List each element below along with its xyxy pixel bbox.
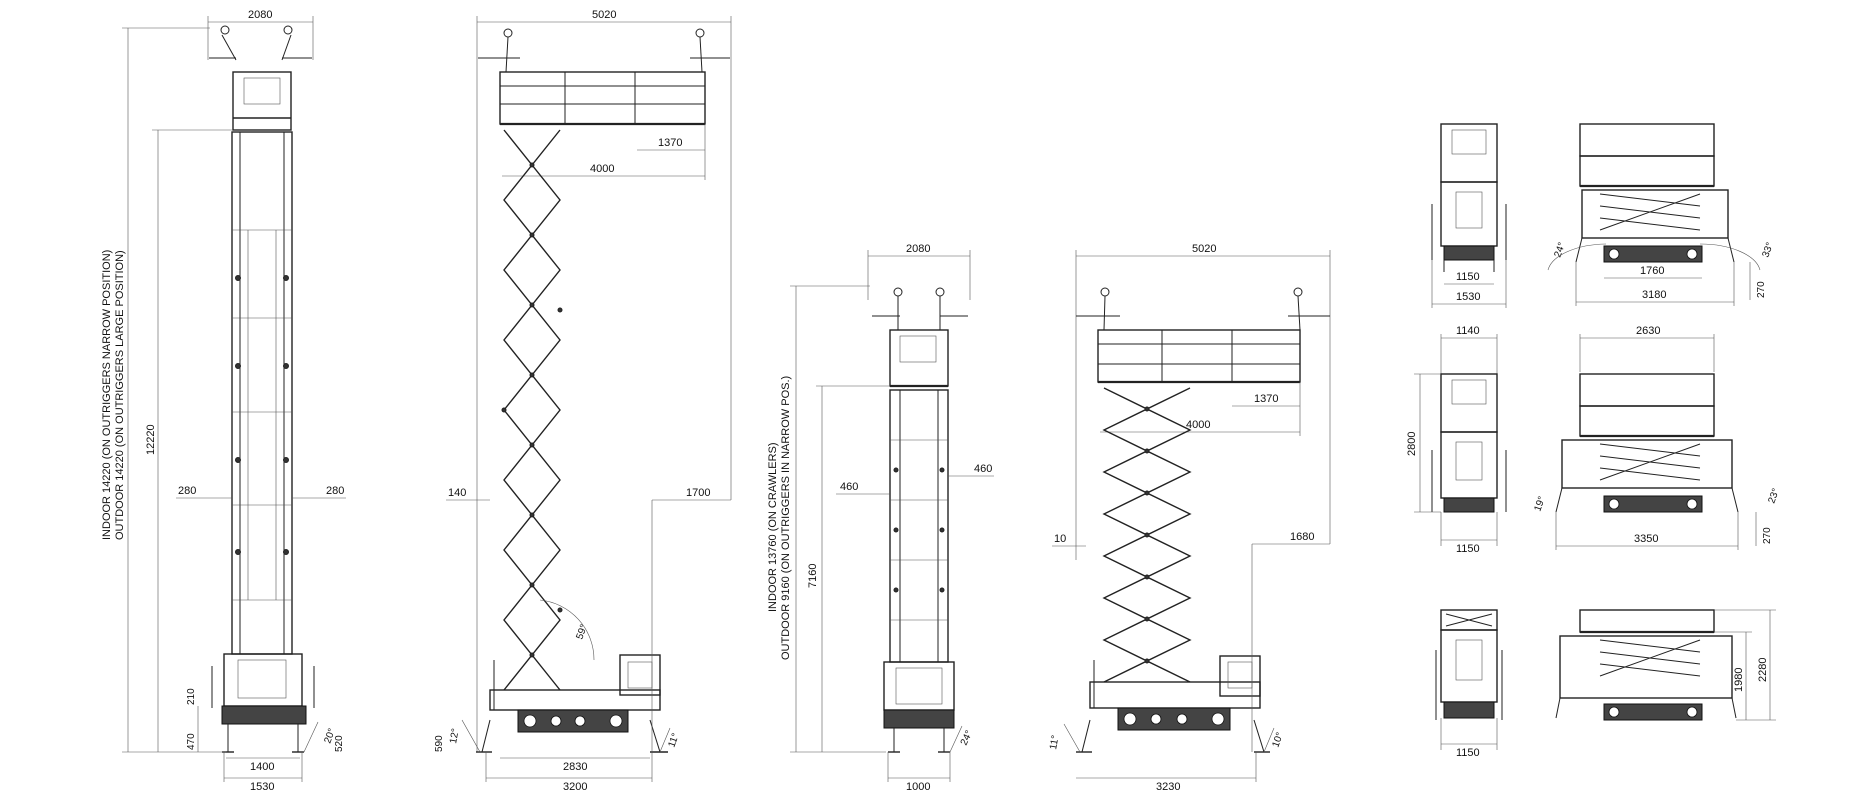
s3-h2: 2280 — [1757, 658, 1769, 682]
view-stowed-2: 1140 2800 1150 2630 19° — [1406, 325, 1782, 555]
v2-width-top: 5020 — [592, 9, 616, 21]
v1-platform-height: 12220 — [145, 424, 157, 455]
s2-clearance: 270 — [1762, 527, 1773, 544]
v3-side-left: 460 — [840, 481, 858, 493]
v1-base-h2: 470 — [186, 733, 197, 750]
v4-right-off: 1680 — [1290, 531, 1314, 543]
s2-angle-right: 23° — [1766, 487, 1782, 505]
v3-side-right: 460 — [974, 463, 992, 475]
s3-h1: 1980 — [1733, 668, 1745, 692]
v3-width-top: 2080 — [906, 243, 930, 255]
v1-height-indoor: INDOOR 14220 (ON OUTRIGGERS NARROW POSIT… — [101, 250, 113, 540]
v2-left-off: 140 — [448, 487, 466, 499]
v3-height-indoor: INDOOR 13760 (ON CRAWLERS) — [767, 442, 779, 612]
v1-base-h1: 210 — [186, 688, 197, 705]
v4-angle-right: 10° — [1270, 731, 1286, 749]
v4-base: 3230 — [1156, 781, 1180, 793]
s2-w-bottom: 1150 — [1456, 543, 1480, 555]
view-stowed-3: 1150 1980 2280 — [1435, 609, 1776, 759]
v4-angle-left: 11° — [1048, 734, 1061, 750]
v2-base1: 2830 — [563, 761, 587, 773]
v1-base-h3: 520 — [334, 735, 345, 752]
v3-platform-height: 7160 — [807, 564, 819, 588]
view-front-crawler: 2080 460 460 — [767, 243, 994, 793]
v4-left-off: 10 — [1054, 533, 1066, 545]
v3-angle: 24° — [959, 729, 975, 747]
v2-right-off: 1700 — [686, 487, 710, 499]
s2-w-top: 1140 — [1456, 325, 1480, 337]
view-side-extended: 5020 1370 4000 — [434, 9, 732, 793]
v1-side-right: 280 — [326, 485, 344, 497]
view-side-crawler: 5020 1370 4000 — [1048, 243, 1331, 793]
s1-angle-left: 24° — [1552, 241, 1568, 259]
v1-width-bottom2: 1530 — [250, 781, 274, 793]
s2-angle-left: 19° — [1532, 495, 1548, 513]
v3-height-outdoor: OUTDOOR 9160 (ON OUTRIGGERS IN NARROW PO… — [780, 376, 792, 660]
v2-angle-left: 12° — [448, 728, 461, 745]
s2-h: 2800 — [1406, 432, 1418, 456]
s1-total-len: 3180 — [1642, 289, 1666, 301]
view-front-extended: 2080 — [101, 9, 346, 793]
s1-clearance: 270 — [1756, 281, 1767, 298]
v1-width-bottom1: 1400 — [250, 761, 274, 773]
v1-height-outdoor: OUTDOOR 14220 (ON OUTRIGGERS LARGE POSIT… — [114, 250, 126, 540]
v4-deck-ext: 1370 — [1254, 393, 1278, 405]
v2-h-left: 590 — [434, 735, 445, 752]
s2-platform-len: 2630 — [1636, 325, 1660, 337]
v4-deck-len: 4000 — [1186, 419, 1210, 431]
v2-deck-ext: 1370 — [658, 137, 682, 149]
v2-angle-scissor: 59° — [574, 623, 590, 641]
s1-angle-right: 33° — [1760, 241, 1776, 259]
s3-w-bottom: 1150 — [1456, 747, 1480, 759]
v2-deck-len: 4000 — [590, 163, 614, 175]
s2-total-len: 3350 — [1634, 533, 1658, 545]
v1-angle: 20° — [322, 727, 338, 745]
v1-width-top: 2080 — [248, 9, 272, 21]
s1-w-inner: 1150 — [1456, 271, 1480, 283]
v3-width-bottom: 1000 — [906, 781, 930, 793]
v2-angle-right: 11° — [666, 732, 681, 749]
v4-width-top: 5020 — [1192, 243, 1216, 255]
s1-track-len: 1760 — [1640, 265, 1664, 277]
v1-side-left: 280 — [178, 485, 196, 497]
s1-w-outer: 1530 — [1456, 291, 1480, 303]
v2-base2: 3200 — [563, 781, 587, 793]
view-stowed-1: 1150 1530 24° 33° 1760 3180 270 — [1431, 123, 1776, 308]
